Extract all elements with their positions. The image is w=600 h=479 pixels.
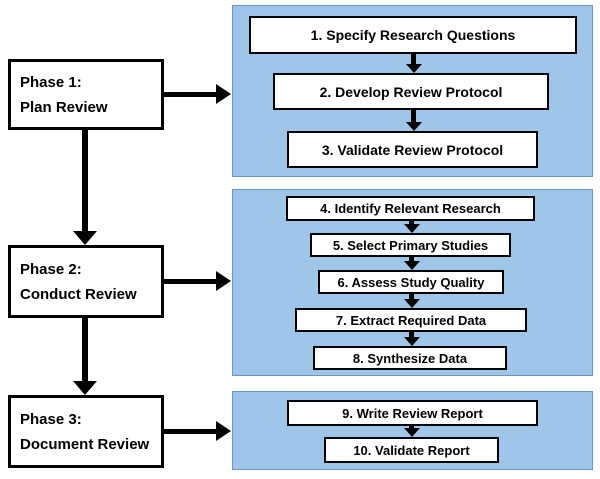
step-7-label: 7. Extract Required Data (335, 312, 487, 328)
arrow-step7-to-step8 (403, 332, 420, 346)
arrow-head-icon (405, 64, 422, 73)
step-5-label: 5. Select Primary Studies (332, 237, 489, 253)
arrow-shaft (409, 332, 414, 337)
step-3-label: 3. Validate Review Protocol (321, 141, 504, 158)
arrow-step4-to-step5 (403, 221, 420, 233)
phase-1-label-line1: Phase 1: (20, 73, 82, 91)
step-10-box: 10. Validate Report (324, 437, 499, 463)
arrow-phase2-to-phase3 (73, 318, 97, 395)
arrow-head-icon (73, 381, 97, 395)
arrow-step1-to-step2 (405, 54, 422, 73)
arrow-phase2-to-panel2 (164, 271, 231, 291)
arrow-shaft (409, 294, 414, 299)
arrow-shaft (411, 54, 416, 64)
arrow-step9-to-step10 (403, 426, 420, 437)
step-8-box: 8. Synthesize Data (313, 346, 507, 370)
arrow-step6-to-step7 (403, 294, 420, 308)
arrow-shaft (164, 428, 216, 434)
step-7-box: 7. Extract Required Data (295, 308, 527, 332)
step-10-label: 10. Validate Report (353, 442, 470, 458)
arrow-shaft (411, 110, 416, 122)
arrow-step2-to-step3 (405, 110, 422, 131)
step-1-label: 1. Specify Research Questions (310, 27, 516, 43)
phase-1-label-line2: Plan Review (20, 98, 108, 116)
step-5-box: 5. Select Primary Studies (310, 233, 511, 257)
arrow-head-icon (403, 224, 420, 233)
phase-2-label-line2: Conduct Review (20, 285, 137, 303)
arrow-head-icon (216, 84, 231, 104)
arrow-head-icon (216, 271, 231, 291)
arrow-shaft (82, 130, 88, 231)
arrow-shaft (409, 257, 414, 261)
arrow-head-icon (73, 231, 97, 245)
arrow-shaft (409, 426, 414, 428)
step-6-box: 6. Assess Study Quality (318, 270, 504, 294)
arrow-head-icon (405, 122, 422, 131)
phase-3-box: Phase 3: Document Review (8, 395, 164, 468)
step-2-label: 2. Develop Review Protocol (319, 83, 503, 100)
step-8-label: 8. Synthesize Data (352, 350, 468, 366)
step-4-label: 4. Identify Relevant Research (320, 201, 501, 216)
arrow-head-icon (216, 421, 231, 441)
arrow-shaft (164, 278, 216, 284)
arrow-shaft (82, 318, 88, 381)
phase-1-box: Phase 1: Plan Review (8, 59, 164, 130)
step-6-label: 6. Assess Study Quality (337, 274, 485, 290)
phase-3-label-line1: Phase 3: (20, 410, 82, 428)
arrow-phase1-to-phase2 (73, 130, 97, 245)
step-9-label: 9. Write Review Report (342, 405, 483, 421)
phase-2-label-line1: Phase 2: (20, 260, 82, 278)
arrow-head-icon (403, 299, 420, 308)
step-1-box: 1. Specify Research Questions (249, 16, 577, 54)
arrow-head-icon (403, 337, 420, 346)
step-9-box: 9. Write Review Report (287, 400, 538, 426)
step-2-box: 2. Develop Review Protocol (273, 73, 549, 110)
arrow-head-icon (403, 428, 420, 437)
arrow-shaft (164, 91, 216, 97)
arrow-phase1-to-panel1 (164, 84, 231, 104)
phase-3-label-line2: Document Review (20, 435, 150, 453)
step-4-box: 4. Identify Relevant Research (286, 196, 535, 221)
arrow-head-icon (403, 261, 420, 270)
arrow-shaft (409, 221, 414, 224)
step-3-box: 3. Validate Review Protocol (287, 131, 538, 168)
phase-2-box: Phase 2: Conduct Review (8, 245, 164, 318)
arrow-phase3-to-panel3 (164, 421, 231, 441)
arrow-step5-to-step6 (403, 257, 420, 270)
